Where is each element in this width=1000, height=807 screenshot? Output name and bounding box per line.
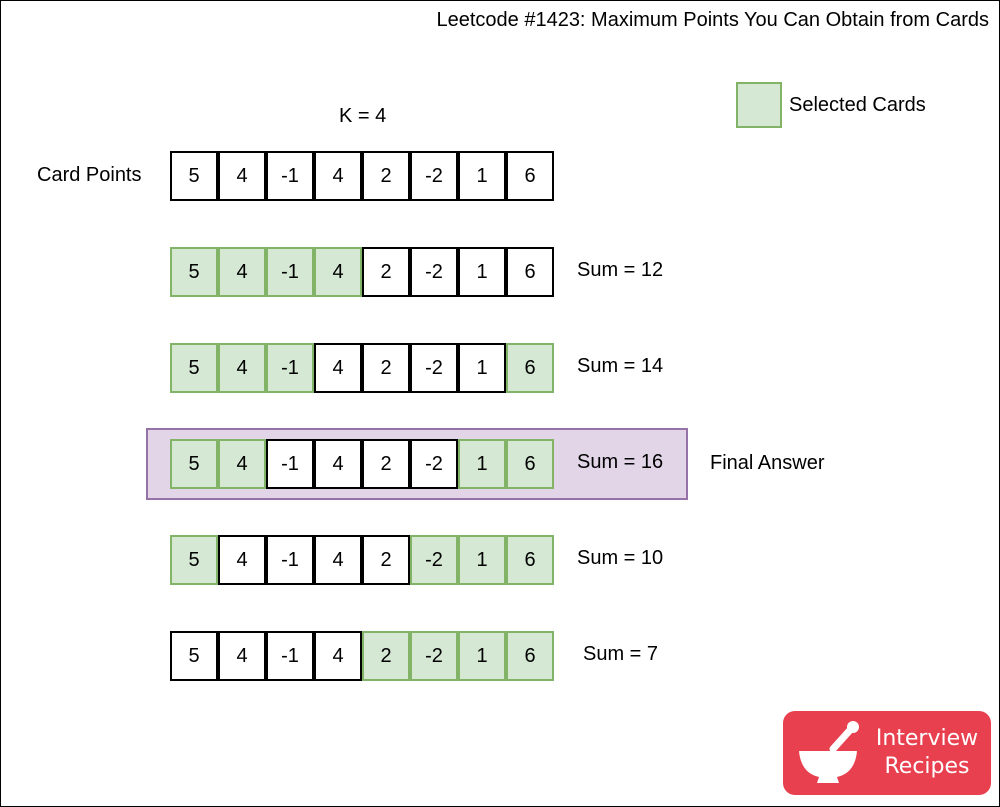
card: -2 <box>410 439 458 489</box>
selected-card: 5 <box>170 343 218 393</box>
selected-card: 5 <box>170 247 218 297</box>
selected-card: 5 <box>170 439 218 489</box>
selected-card: 5 <box>170 535 218 585</box>
card: -2 <box>410 343 458 393</box>
selected-card: 1 <box>458 535 506 585</box>
card: -1 <box>266 439 314 489</box>
row-sum: Sum = 7 <box>583 643 659 665</box>
card: 5 <box>170 151 218 201</box>
card: 6 <box>506 247 554 297</box>
card: 1 <box>458 151 506 201</box>
card: -1 <box>266 151 314 201</box>
card: -1 <box>266 535 314 585</box>
card: 6 <box>506 151 554 201</box>
selected-card: 6 <box>506 343 554 393</box>
row-sum: Sum = 16 <box>577 451 664 473</box>
card: 1 <box>458 343 506 393</box>
selected-card: -2 <box>410 631 458 681</box>
selected-card: 4 <box>314 247 362 297</box>
card: 4 <box>314 535 362 585</box>
diagram-title: Leetcode #1423: Maximum Points You Can O… <box>436 9 989 31</box>
card: -1 <box>266 631 314 681</box>
logo-line-1: Interview <box>875 726 979 751</box>
selected-card: 6 <box>506 631 554 681</box>
legend-swatch <box>736 82 782 128</box>
selected-card: -2 <box>410 535 458 585</box>
selected-card: 6 <box>506 535 554 585</box>
selected-card: 6 <box>506 439 554 489</box>
card: 4 <box>218 631 266 681</box>
mortar-pestle-icon <box>799 721 859 783</box>
final-answer-label: Final Answer <box>710 452 825 474</box>
card: 1 <box>458 247 506 297</box>
card: 4 <box>218 151 266 201</box>
selected-card: 1 <box>458 631 506 681</box>
card: -2 <box>410 151 458 201</box>
card: 4 <box>218 535 266 585</box>
selected-card: 1 <box>458 439 506 489</box>
card: 2 <box>362 151 410 201</box>
card: 2 <box>362 535 410 585</box>
card: 4 <box>314 343 362 393</box>
logo-line-2: Recipes <box>884 754 970 779</box>
selected-card: -1 <box>266 343 314 393</box>
logo-text: Interview Recipes <box>869 725 985 781</box>
interview-recipes-logo[interactable]: Interview Recipes <box>783 711 991 795</box>
card: 5 <box>170 631 218 681</box>
card: 4 <box>314 631 362 681</box>
selected-card: 4 <box>218 439 266 489</box>
card: -2 <box>410 247 458 297</box>
selected-card: 4 <box>218 343 266 393</box>
selected-card: 2 <box>362 631 410 681</box>
row-sum: Sum = 10 <box>577 547 664 569</box>
row-sum: Sum = 12 <box>577 259 664 281</box>
selected-card: -1 <box>266 247 314 297</box>
card: 2 <box>362 343 410 393</box>
card: 2 <box>362 247 410 297</box>
card: 4 <box>314 151 362 201</box>
selected-card: 4 <box>218 247 266 297</box>
legend-label: Selected Cards <box>789 94 926 116</box>
card-points-label: Card Points <box>37 164 142 186</box>
row-sum: Sum = 14 <box>577 355 664 377</box>
card: 2 <box>362 439 410 489</box>
k-label: K = 4 <box>339 105 387 127</box>
card: 4 <box>314 439 362 489</box>
